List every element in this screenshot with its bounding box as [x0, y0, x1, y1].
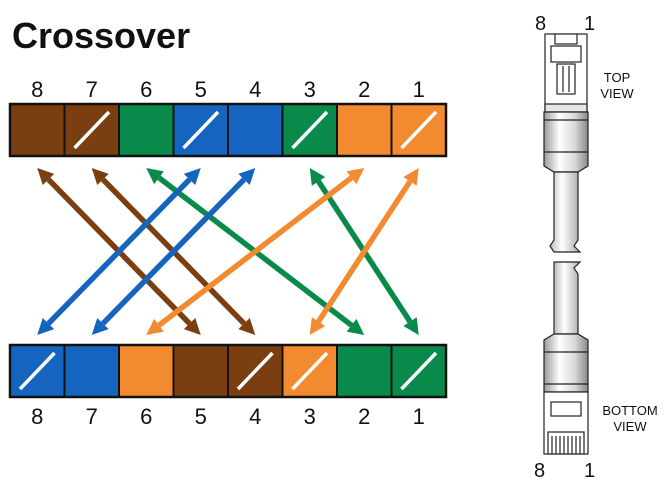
wire-line — [316, 179, 413, 324]
bottom-pin-label-2: 2 — [358, 404, 370, 429]
arrow-head-bottom — [346, 318, 365, 335]
arrow-head-bottom — [309, 317, 326, 335]
diagram-title: Crossover — [12, 15, 190, 56]
arrow-head-bottom — [238, 317, 256, 335]
cable-top-pin-8-label: 8 — [535, 13, 546, 35]
arrow-head-top — [91, 168, 109, 186]
cable-top-pin-1-label: 1 — [584, 13, 595, 35]
arrow-head-top — [238, 168, 256, 186]
lower-cable-segment — [553, 261, 582, 335]
top-pin-label-8: 8 — [31, 77, 43, 102]
crossover-wires — [37, 168, 419, 335]
bottom-pin-2-cell — [336, 344, 393, 398]
wire-arrow-2 — [146, 168, 365, 335]
bottom-view-label-line2: VIEW — [613, 419, 647, 434]
top-pin-label-3: 3 — [304, 77, 316, 102]
wire-arrow-5 — [37, 168, 201, 335]
top-pin-labels: 8 7 6 5 4 3 2 1 — [31, 77, 425, 102]
bottom-pin-label-1: 1 — [413, 404, 425, 429]
wire-line — [46, 177, 192, 326]
arrow-head-top — [346, 168, 365, 185]
top-pin-label-2: 2 — [358, 77, 370, 102]
arrow-head-top — [146, 168, 164, 185]
wire-line — [157, 175, 354, 328]
bottom-pin-labels: 8 7 6 5 4 3 2 1 — [31, 404, 425, 429]
bottom-pin-label-4: 4 — [249, 404, 261, 429]
top-pin-label-1: 1 — [413, 77, 425, 102]
wire-line — [100, 177, 247, 326]
arrow-head-top — [309, 168, 326, 186]
top-cable-boot — [543, 111, 589, 173]
top-pin-8-cell — [9, 103, 66, 157]
wire-arrow-4 — [91, 168, 256, 335]
top-row-border — [8, 102, 448, 158]
bottom-pin-label-8: 8 — [31, 404, 43, 429]
top-pin-label-4: 4 — [249, 77, 261, 102]
top-connector-row — [8, 102, 448, 158]
bottom-cable-boot — [543, 333, 589, 393]
cable-bottom-pin-8-label: 8 — [534, 460, 545, 482]
arrow-head-bottom — [403, 317, 419, 335]
top-pin-7-stripe — [73, 110, 111, 150]
upper-cable-segment — [549, 171, 582, 253]
top-pin-label-6: 6 — [140, 77, 152, 102]
arrow-head-bottom — [37, 317, 55, 335]
bottom-pin-7-cell — [63, 344, 120, 398]
arrow-head-top — [37, 168, 55, 186]
arrow-head-top — [183, 168, 201, 186]
top-pin-label-7: 7 — [86, 77, 98, 102]
top-pin-1-stripe — [400, 110, 438, 150]
bottom-pin-label-3: 3 — [304, 404, 316, 429]
top-view-label-line2: VIEW — [600, 86, 634, 101]
bottom-pin-4-stripe — [236, 351, 274, 391]
top-pin-4-cell — [227, 103, 284, 157]
bottom-pin-label-5: 5 — [195, 404, 207, 429]
bottom-view-label-line1: BOTTOM — [602, 403, 657, 418]
bottom-pin-3-stripe — [291, 351, 329, 391]
bottom-pin-label-7: 7 — [86, 404, 98, 429]
cable-illustration: 8 1 — [534, 13, 658, 482]
top-view-label-line1: TOP — [604, 70, 631, 85]
arrow-head-bottom — [91, 317, 109, 335]
top-rj45-plug — [544, 33, 588, 113]
bottom-rj45-plug — [543, 391, 589, 455]
arrow-head-bottom — [146, 318, 164, 335]
bottom-connector-row — [8, 343, 448, 399]
bottom-pin-6-cell — [118, 344, 175, 398]
arrow-head-top — [403, 168, 419, 186]
bottom-pin-label-6: 6 — [140, 404, 152, 429]
top-pin-5-stripe — [182, 110, 220, 150]
arrow-head-bottom — [183, 317, 201, 335]
bottom-pin-5-cell — [172, 344, 229, 398]
top-pin-2-cell — [336, 103, 393, 157]
top-pin-3-stripe — [291, 110, 329, 150]
wire-arrow-1 — [309, 168, 419, 335]
cable-bottom-pin-1-label: 1 — [584, 460, 595, 482]
bottom-pin-1-stripe — [400, 351, 438, 391]
top-pin-6-cell — [118, 103, 175, 157]
top-pin-label-5: 5 — [195, 77, 207, 102]
bottom-row-border — [8, 343, 448, 399]
bottom-pin-8-stripe — [18, 351, 56, 391]
